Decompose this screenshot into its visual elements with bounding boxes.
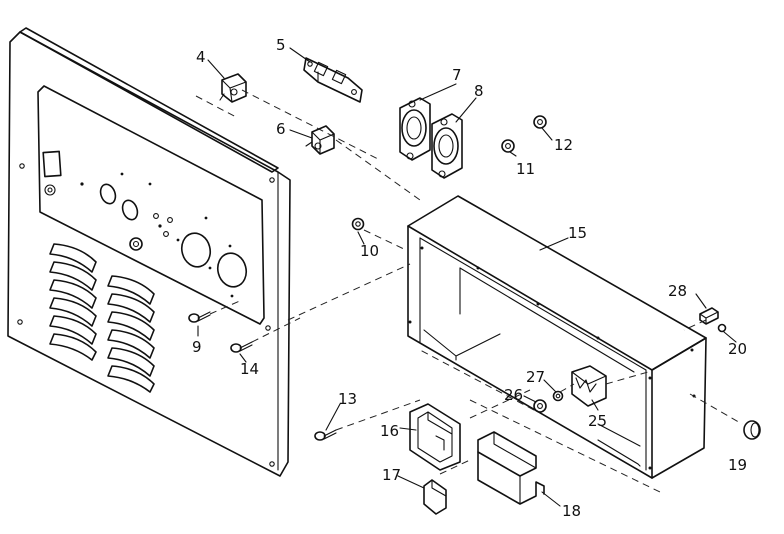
label-18: 18 bbox=[562, 502, 581, 520]
label-12: 12 bbox=[554, 136, 573, 154]
label-16: 16 bbox=[380, 422, 399, 440]
part-labels: 4 5 6 7 8 9 10 11 12 13 14 15 16 17 18 1… bbox=[192, 36, 747, 520]
label-26: 26 bbox=[504, 386, 523, 404]
label-11: 11 bbox=[516, 160, 535, 178]
part-17-clip bbox=[423, 479, 447, 515]
part-14-screw bbox=[230, 341, 253, 353]
part-13-screw bbox=[314, 429, 337, 441]
part-6-breaker bbox=[305, 125, 335, 155]
label-5: 5 bbox=[276, 36, 286, 54]
leader-lines bbox=[197, 47, 737, 507]
label-25: 25 bbox=[588, 412, 607, 430]
part-5-receptacle bbox=[303, 57, 363, 103]
part-4-switch bbox=[219, 73, 247, 103]
part-8-receptacle bbox=[431, 113, 463, 179]
front-panel bbox=[7, 27, 291, 477]
part-26-nut bbox=[533, 399, 547, 413]
part-27-washer bbox=[552, 390, 564, 402]
label-7: 7 bbox=[452, 66, 462, 84]
part-28-bolt bbox=[699, 307, 719, 325]
label-8: 8 bbox=[474, 82, 484, 100]
part-11-nut bbox=[501, 139, 515, 153]
part-10-nut bbox=[351, 217, 365, 231]
part-15-enclosure bbox=[407, 195, 707, 479]
assembly-lines bbox=[195, 89, 743, 493]
label-28: 28 bbox=[668, 282, 687, 300]
part-20-washer bbox=[717, 323, 727, 333]
label-10: 10 bbox=[360, 242, 379, 260]
label-27: 27 bbox=[526, 368, 545, 386]
label-6: 6 bbox=[276, 120, 286, 138]
part-18-bracket bbox=[477, 431, 545, 505]
label-13: 13 bbox=[338, 390, 357, 408]
part-16-bracket bbox=[409, 403, 461, 471]
part-7-receptacle bbox=[399, 97, 431, 161]
part-25-terminal-block bbox=[571, 365, 607, 407]
label-4: 4 bbox=[196, 48, 206, 66]
part-19-grommet bbox=[743, 420, 761, 440]
part-12-nut bbox=[533, 115, 547, 129]
label-17: 17 bbox=[382, 466, 401, 484]
label-15: 15 bbox=[568, 224, 587, 242]
label-19: 19 bbox=[728, 456, 747, 474]
label-9: 9 bbox=[192, 338, 202, 356]
label-20: 20 bbox=[728, 340, 747, 358]
label-14: 14 bbox=[240, 360, 259, 378]
part-9-screw bbox=[188, 311, 211, 323]
